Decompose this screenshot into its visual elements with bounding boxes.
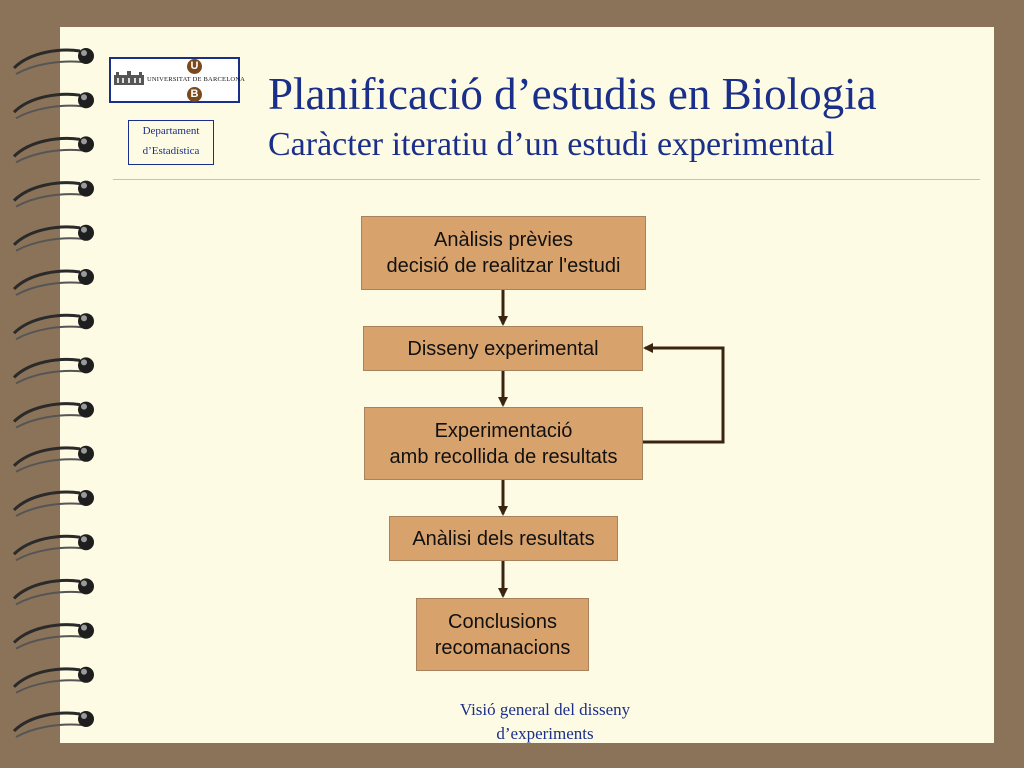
step4-line1: Anàlisi dels resultats: [412, 527, 595, 550]
department-line1: Departament: [142, 125, 200, 137]
spiral-ring: [12, 402, 81, 423]
spiral-ring-shadow: [15, 325, 83, 341]
spiral-ring: [12, 92, 81, 114]
spiral-ring-shadow: [15, 723, 83, 738]
spiral-ring-shadow: [15, 458, 83, 473]
footer-line1: Visió general del disseny: [459, 700, 631, 719]
spiral-ring: [12, 313, 81, 335]
page-title: Planificació d’estudis en Biologia: [268, 69, 877, 119]
spiral-binding-icon: [12, 48, 94, 738]
spiral-ring: [12, 225, 81, 246]
building-icon: [114, 71, 144, 85]
spiral-hole-shine: [81, 536, 87, 543]
spiral-ring: [12, 48, 81, 70]
spiral-ring-shadow: [15, 104, 83, 120]
feedback-loop-arrow: [643, 343, 725, 444]
spiral-hole-shine: [81, 668, 87, 675]
step1-line1: Anàlisis prèvies: [434, 229, 573, 251]
spiral-hole-shine: [81, 359, 87, 366]
spiral-ring: [12, 357, 81, 379]
spiral-hole-shine: [81, 492, 87, 498]
spiral-ring: [12, 667, 81, 688]
department-label: Departament d’Estadística: [128, 120, 214, 165]
step-conclusions: Conclusions recomanacions: [416, 598, 589, 671]
spiral-hole-shine: [81, 226, 87, 233]
step-disseny-experimental: Disseny experimental: [363, 326, 643, 371]
spiral-ring-shadow: [15, 635, 83, 650]
spiral-hole-shine: [81, 182, 87, 189]
spiral-ring-shadow: [15, 281, 83, 296]
spiral-ring-shadow: [15, 590, 83, 606]
spiral-ring-shadow: [15, 502, 83, 517]
spiral-ring-shadow: [15, 60, 83, 75]
spiral-hole-shine: [81, 713, 87, 719]
logo-letter-b: B: [187, 87, 202, 102]
spiral-hole-shine: [81, 94, 87, 101]
step1-line2: decisió de realitzar l'estudi: [386, 255, 621, 277]
spiral-hole-shine: [81, 580, 87, 587]
spiral-ring-shadow: [15, 679, 83, 694]
spiral-ring-shadow: [15, 237, 83, 252]
university-logo-icon: U UNIVERSITAT DE BARCELONA B: [109, 57, 245, 103]
spiral-hole-shine: [81, 403, 87, 410]
spiral-ring: [12, 490, 81, 512]
step-analisis-previes: Anàlisis prèvies decisió de realitzar l'…: [361, 216, 646, 290]
spiral-hole-shine: [81, 138, 87, 145]
step5-line1: Conclusions: [448, 610, 557, 633]
department-line2: d’Estadística: [142, 145, 200, 157]
spiral-hole-shine: [81, 271, 87, 277]
logo-letter-u: U: [187, 59, 202, 74]
spiral-ring-shadow: [15, 369, 83, 385]
spiral-ring-shadow: [15, 546, 83, 562]
step-analisi-resultats: Anàlisi dels resultats: [389, 516, 618, 561]
footer-line2: d’experiments: [496, 724, 594, 743]
spiral-ring-shadow: [15, 193, 83, 208]
spiral-ring: [12, 181, 81, 202]
logo-university-name: UNIVERSITAT DE BARCELONA: [147, 76, 246, 83]
spiral-ring: [12, 136, 81, 158]
spiral-ring: [12, 534, 81, 556]
spiral-hole-shine: [81, 447, 87, 454]
title-divider: [113, 179, 980, 180]
spiral-ring: [12, 578, 81, 600]
spiral-ring: [12, 623, 81, 644]
spiral-hole-shine: [81, 315, 87, 322]
step5-line2: recomanacions: [434, 636, 571, 659]
step3-line2: amb recollida de resultats: [389, 445, 618, 468]
step3-line1: Experimentació: [434, 419, 573, 442]
footer-caption: Visió general del disseny d’experiments: [440, 698, 650, 746]
spiral-ring: [12, 269, 81, 291]
spiral-hole-shine: [81, 50, 87, 56]
spiral-ring: [12, 446, 81, 467]
spiral-ring-shadow: [15, 148, 83, 164]
page-subtitle: Caràcter iteratiu d’un estudi experiment…: [268, 126, 835, 163]
step-experimentacio: Experimentació amb recollida de resultat…: [364, 407, 643, 480]
spiral-hole-shine: [81, 624, 87, 631]
step2-line1: Disseny experimental: [407, 337, 599, 360]
spiral-ring: [12, 711, 81, 733]
spiral-ring-shadow: [15, 414, 83, 429]
